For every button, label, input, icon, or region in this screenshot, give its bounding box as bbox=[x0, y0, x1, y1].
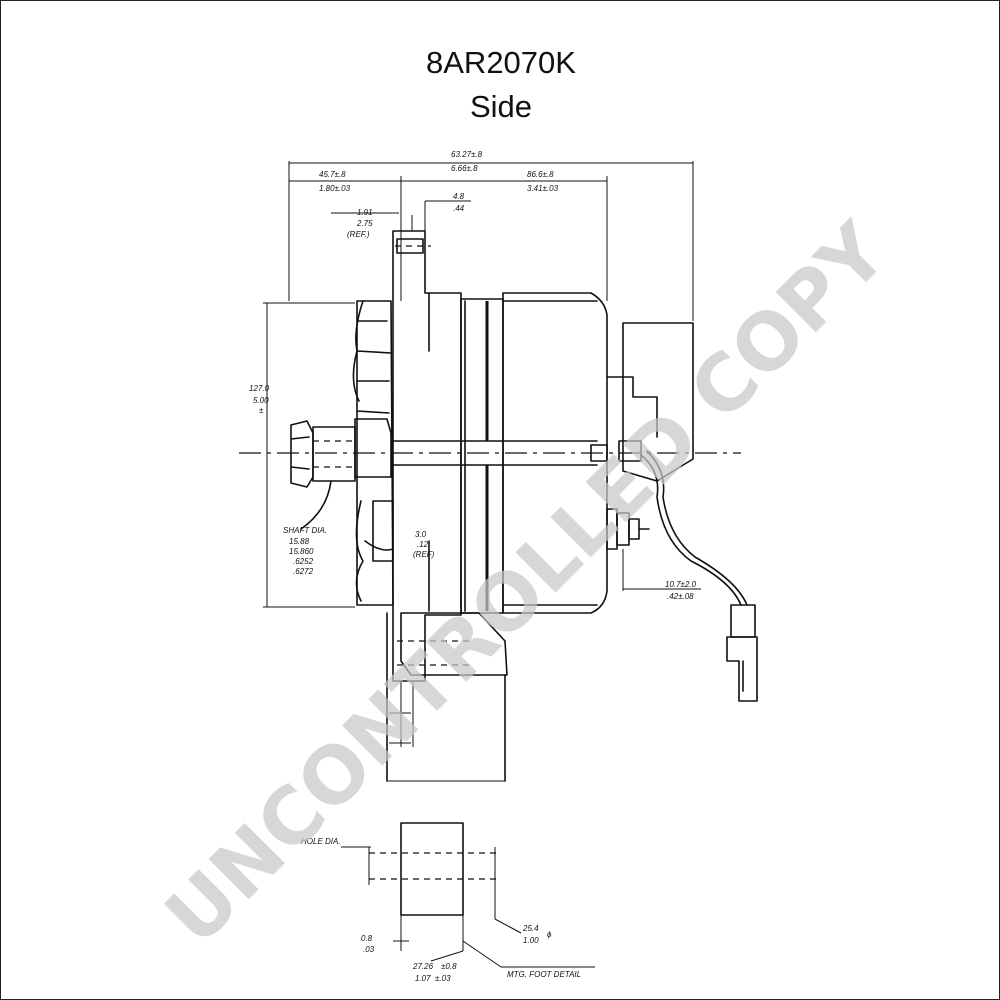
dim-terminal-in: .42±.08 bbox=[667, 592, 694, 601]
shaft-nut bbox=[290, 418, 392, 530]
dim-mid-ref: (REF) bbox=[413, 550, 435, 559]
mtg-foot-detail-view bbox=[341, 822, 595, 968]
dim-bottom-mm: 27.26 bbox=[412, 962, 434, 971]
dim-height-mm: 127.0 bbox=[249, 384, 270, 393]
dim-flange-in: .44 bbox=[453, 204, 465, 213]
dim-height-sym: ± bbox=[259, 406, 264, 415]
dim-foot-sym: ϕ bbox=[547, 930, 552, 939]
dim-detail-label: MTG. FOOT DETAIL bbox=[507, 970, 581, 979]
watermark-text: UNCONTROLLED COPY bbox=[149, 206, 906, 963]
dim-bottom-tol: ±0.8 bbox=[441, 962, 457, 971]
dim-mid-in: .12 bbox=[417, 540, 429, 549]
dim-hole-label: HOLE DIA. bbox=[301, 837, 341, 846]
dim-front-in: 1.80±.03 bbox=[319, 184, 351, 193]
dim-shaft-in-1: .6252 bbox=[293, 557, 314, 566]
dim-foot-mm: 25.4 bbox=[522, 924, 539, 933]
dim-rear-in: 3.41±.03 bbox=[527, 184, 559, 193]
wire-connector bbox=[726, 604, 758, 702]
view-label: Side bbox=[469, 89, 533, 124]
dim-terminal-mm: 10.7±2.0 bbox=[665, 580, 697, 589]
dim-pulley-ref: (REF.) bbox=[347, 230, 370, 239]
part-number-title: 8AR2070K bbox=[426, 45, 576, 80]
dim-shaft-mm-2: 15.860 bbox=[289, 547, 314, 556]
dim-shaft-mm-1: 15.88 bbox=[289, 537, 310, 546]
dim-pulley-mm: 1.91 bbox=[357, 208, 373, 217]
dim-overall-mm: 63.27±.8 bbox=[451, 150, 483, 159]
output-terminal bbox=[606, 508, 701, 591]
dim-shaft-label: SHAFT DIA. bbox=[283, 526, 327, 535]
dim-bottom-in-tol: ±.03 bbox=[435, 974, 451, 983]
dim-height-in: 5.00 bbox=[253, 396, 269, 405]
dim-foot-in: 1.00 bbox=[523, 936, 539, 945]
through-shaft bbox=[390, 440, 608, 466]
regulator-box bbox=[606, 322, 748, 606]
dim-pulley-in: 2.75 bbox=[356, 219, 373, 228]
dim-rear-mm: 86.6±.8 bbox=[527, 170, 554, 179]
dim-mid-mm: 3.0 bbox=[415, 530, 427, 539]
dim-bottom-in: 1.07 bbox=[415, 974, 431, 983]
dim-shaft-in-2: .6272 bbox=[293, 567, 314, 576]
dim-front-mm: 45.7±.8 bbox=[319, 170, 346, 179]
dim-small-in: .03 bbox=[363, 945, 375, 954]
dim-overall-in: 6.66±.8 bbox=[451, 164, 478, 173]
mounting-foot bbox=[386, 612, 508, 782]
height-dimension bbox=[263, 302, 355, 608]
rear-housing bbox=[502, 292, 608, 614]
dim-flange-mm: 4.8 bbox=[453, 192, 465, 201]
front-housing bbox=[392, 230, 462, 682]
dim-small-mm: 0.8 bbox=[361, 934, 373, 943]
